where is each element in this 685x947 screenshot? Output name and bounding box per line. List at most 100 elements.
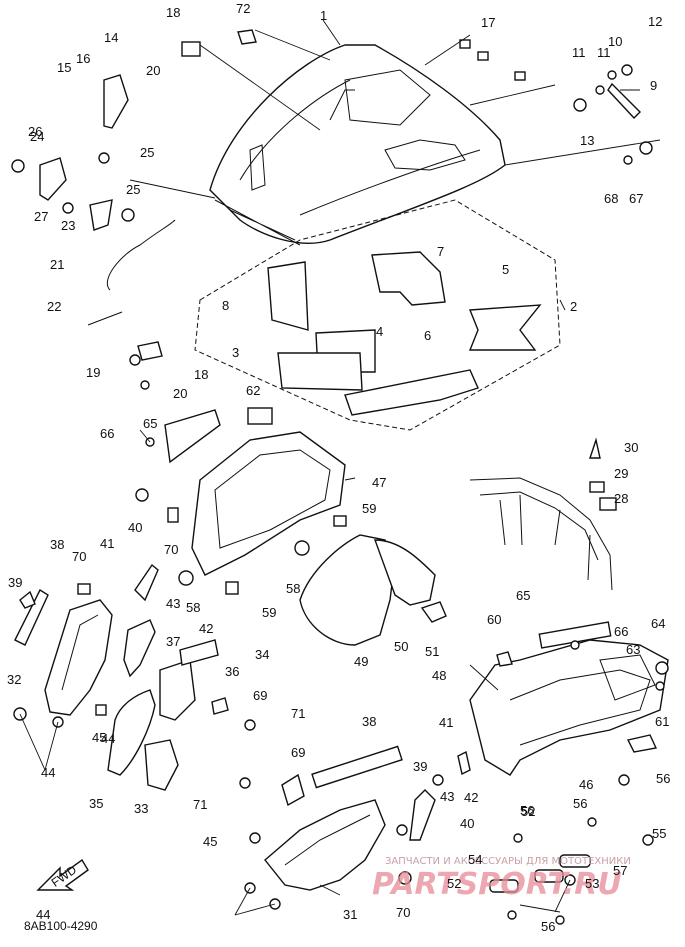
callout-15: 15 xyxy=(57,60,71,75)
callout-41: 41 xyxy=(439,715,453,730)
callout-20: 20 xyxy=(173,386,187,401)
callout-32: 32 xyxy=(7,672,21,687)
callout-30: 30 xyxy=(624,440,638,455)
upper-right-hardware xyxy=(459,39,653,165)
callout-67: 67 xyxy=(629,191,643,206)
callout-38: 38 xyxy=(50,537,64,552)
callout-38: 38 xyxy=(362,714,376,729)
callout-39: 39 xyxy=(413,759,427,774)
callout-1: 1 xyxy=(320,8,327,23)
callout-55: 55 xyxy=(652,826,666,841)
callout-34: 34 xyxy=(255,647,269,662)
callout-44: 44 xyxy=(101,731,115,746)
callout-9: 9 xyxy=(650,78,657,93)
callout-61: 61 xyxy=(655,714,669,729)
callout-43: 43 xyxy=(166,596,180,611)
callout-62: 62 xyxy=(246,383,260,398)
callout-59: 59 xyxy=(262,605,276,620)
lower-left-fairing xyxy=(13,563,256,791)
callout-49: 49 xyxy=(354,654,368,669)
callout-71: 71 xyxy=(291,706,305,721)
callout-2: 2 xyxy=(570,299,577,314)
callout-10: 10 xyxy=(608,34,622,49)
callout-56: 56 xyxy=(541,919,555,934)
callout-25: 25 xyxy=(126,182,140,197)
callout-31: 31 xyxy=(343,907,357,922)
callout-29: 29 xyxy=(614,466,628,481)
callout-37: 37 xyxy=(166,634,180,649)
callout-8: 8 xyxy=(222,298,229,313)
callout-16: 16 xyxy=(76,51,90,66)
callout-18: 18 xyxy=(194,367,208,382)
callout-18: 18 xyxy=(166,5,180,20)
watermark-line2: PARTSPORT.RU xyxy=(372,867,622,902)
callout-66: 66 xyxy=(614,624,628,639)
callout-59: 59 xyxy=(362,501,376,516)
callout-65: 65 xyxy=(143,416,157,431)
callout-54: 54 xyxy=(468,852,482,867)
callout-44: 44 xyxy=(41,765,55,780)
callout-12: 12 xyxy=(648,14,662,29)
callout-46: 46 xyxy=(579,777,593,792)
callout-24: 24 xyxy=(30,129,44,144)
callout-51: 51 xyxy=(425,644,439,659)
callout-66: 66 xyxy=(100,426,114,441)
callout-43: 43 xyxy=(440,789,454,804)
callout-48: 48 xyxy=(432,668,446,683)
callout-53: 53 xyxy=(585,876,599,891)
bottom-right-clips xyxy=(489,817,654,925)
callout-56: 56 xyxy=(656,771,670,786)
bracket-frame xyxy=(469,437,617,591)
callout-6: 6 xyxy=(424,328,431,343)
callout-4: 4 xyxy=(376,324,383,339)
callout-47: 47 xyxy=(372,475,386,490)
callout-42: 42 xyxy=(464,790,478,805)
leader-lines xyxy=(19,19,661,916)
callout-68: 68 xyxy=(604,191,618,206)
callout-45: 45 xyxy=(92,730,106,745)
callout-36: 36 xyxy=(225,664,239,679)
callout-65: 65 xyxy=(516,588,530,603)
callout-17: 17 xyxy=(481,15,495,30)
callout-39: 39 xyxy=(8,575,22,590)
callout-33: 33 xyxy=(134,801,148,816)
callout-7: 7 xyxy=(437,244,444,259)
callout-26: 26 xyxy=(28,124,42,139)
callout-35: 35 xyxy=(89,796,103,811)
hood-assembly xyxy=(209,44,506,246)
lower-right-fairing xyxy=(469,621,669,786)
callout-56: 56 xyxy=(573,796,587,811)
callout-42: 42 xyxy=(199,621,213,636)
callout-11: 11 xyxy=(572,45,586,60)
diagram-code: 8AB100-4290 xyxy=(24,919,98,933)
callout-45: 45 xyxy=(203,834,217,849)
callout-69: 69 xyxy=(291,745,305,760)
callout-14: 14 xyxy=(104,30,118,45)
foam-parts xyxy=(267,251,542,416)
callout-58: 58 xyxy=(186,600,200,615)
callout-41: 41 xyxy=(100,536,114,551)
callout-25: 25 xyxy=(140,145,154,160)
callout-40: 40 xyxy=(460,816,474,831)
callout-52: 52 xyxy=(521,804,535,819)
callout-70: 70 xyxy=(164,542,178,557)
inner-panel-assembly xyxy=(135,407,347,595)
callout-11: 11 xyxy=(597,45,611,60)
callout-71: 71 xyxy=(193,797,207,812)
fairing-panels xyxy=(299,534,447,646)
kit-box-outline xyxy=(194,199,561,431)
callout-72: 72 xyxy=(236,1,250,16)
callout-21: 21 xyxy=(50,257,64,272)
callout-64: 64 xyxy=(651,616,665,631)
callout-3: 3 xyxy=(232,345,239,360)
callout-63: 63 xyxy=(626,642,640,657)
callout-70: 70 xyxy=(72,549,86,564)
fwd-arrow: FWD xyxy=(36,858,89,891)
callout-44: 44 xyxy=(36,907,50,922)
callout-20: 20 xyxy=(146,63,160,78)
callout-52: 52 xyxy=(447,876,461,891)
callout-40: 40 xyxy=(128,520,142,535)
upper-left-hardware xyxy=(11,29,257,390)
